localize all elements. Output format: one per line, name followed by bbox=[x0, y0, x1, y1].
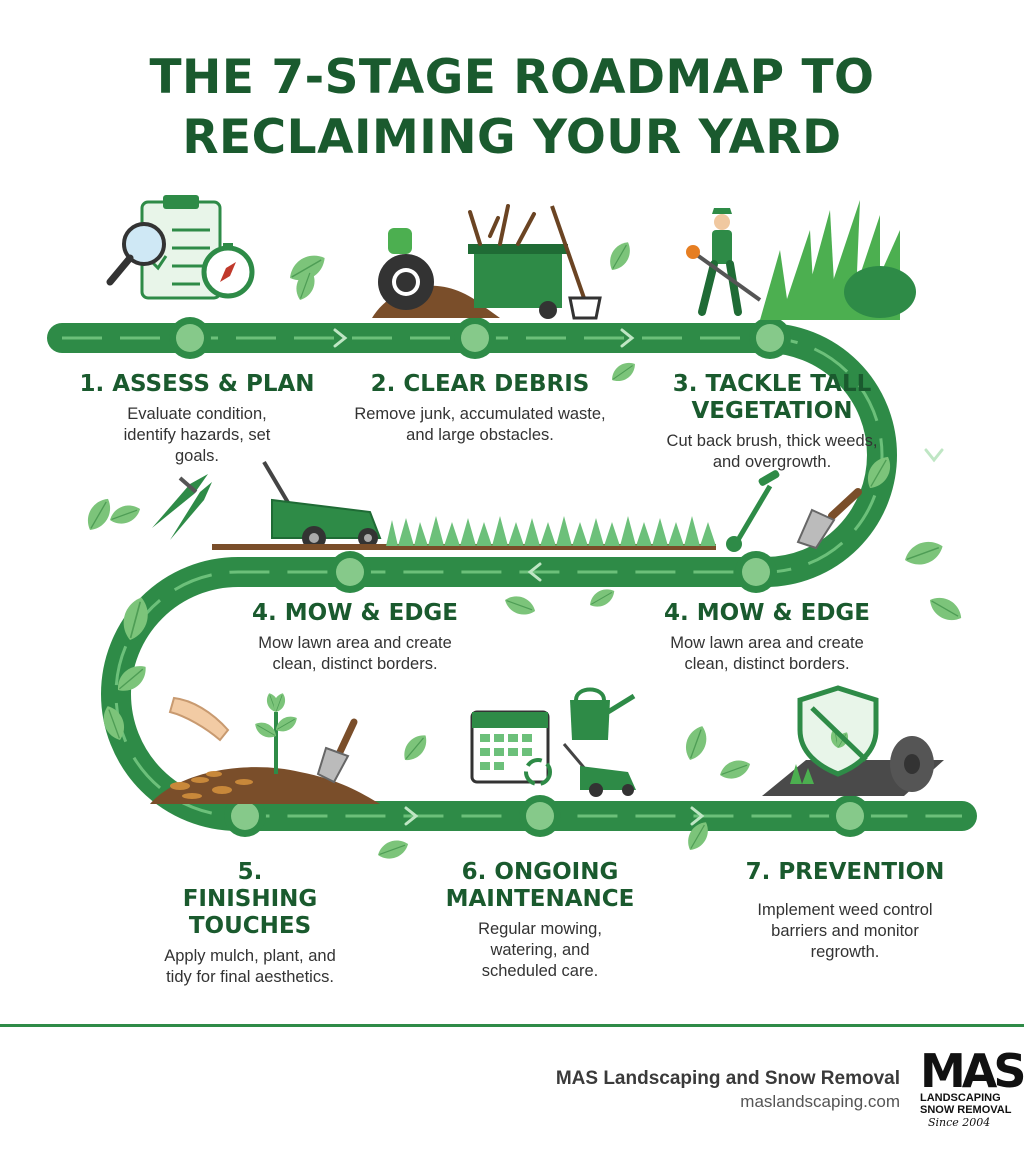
stage-7-description: Implement weed control barriers and moni… bbox=[757, 901, 933, 961]
logo-since: Since 2004 bbox=[928, 1116, 991, 1129]
stage-1: 1. ASSESS & PLAN Evaluate condition, ide… bbox=[52, 371, 342, 467]
stage-5-heading: 5. FINISHING TOUCHES bbox=[182, 859, 318, 939]
stage-3-heading: 3. TACKLE TALL VEGETATION bbox=[672, 371, 872, 424]
edger-trowel-icon bbox=[726, 470, 862, 552]
stage-4-left-heading: 4. MOW & EDGE bbox=[251, 600, 459, 626]
pruning-shears-icon bbox=[152, 474, 212, 540]
stage-4-left: 4. MOW & EDGE Mow lawn area and create c… bbox=[210, 600, 500, 675]
logo-line-2: SNOW REMOVAL bbox=[920, 1104, 1012, 1116]
weed-shield-barrier-icon bbox=[762, 685, 944, 796]
stage-2-heading: 2. CLEAR DEBRIS bbox=[370, 371, 590, 397]
logo-line-1: LANDSCAPING bbox=[920, 1092, 1001, 1104]
stage-marker-2 bbox=[454, 317, 496, 359]
debris-bin-icon bbox=[372, 204, 602, 320]
roadmap-path bbox=[47, 323, 977, 831]
stage-marker-3 bbox=[749, 317, 791, 359]
trimmer-worker-icon bbox=[686, 200, 916, 320]
stage-marker-4b bbox=[329, 551, 371, 593]
page-title: THE 7-STAGE ROADMAP TO RECLAIMING YOUR Y… bbox=[0, 48, 1024, 168]
company-url[interactable]: maslandscaping.com bbox=[740, 1092, 900, 1111]
stage-1-heading: 1. ASSESS & PLAN bbox=[79, 371, 315, 397]
stage-2: 2. CLEAR DEBRIS Remove junk, accumulated… bbox=[340, 371, 620, 446]
stage-marker-7 bbox=[829, 795, 871, 837]
stage-4-left-description: Mow lawn area and create clean, distinct… bbox=[258, 634, 452, 673]
stage-7-heading: 7. PREVENTION bbox=[745, 859, 945, 885]
stage-marker-4a bbox=[735, 551, 777, 593]
stage-3: 3. TACKLE TALL VEGETATION Cut back brush… bbox=[652, 371, 892, 473]
stage-5: 5. FINISHING TOUCHES Apply mulch, plant,… bbox=[150, 859, 350, 988]
page-title-line-1: THE 7-STAGE ROADMAP TO bbox=[149, 50, 875, 105]
stage-4-right-heading: 4. MOW & EDGE bbox=[663, 600, 871, 626]
stage-6-heading: 6. ONGOING MAINTENANCE bbox=[445, 859, 635, 912]
stage-6-description: Regular mowing, watering, and scheduled … bbox=[478, 920, 602, 980]
footer-brand: MAS Landscaping and Snow Removal masland… bbox=[556, 1067, 900, 1113]
stage-4-right: 4. MOW & EDGE Mow lawn area and create c… bbox=[622, 600, 912, 675]
stage-marker-6 bbox=[519, 795, 561, 837]
stage-2-description: Remove junk, accumulated waste, and larg… bbox=[354, 405, 606, 444]
stage-marker-5 bbox=[224, 795, 266, 837]
stage-markers bbox=[169, 317, 871, 837]
stage-5-description: Apply mulch, plant, and tidy for final a… bbox=[164, 947, 336, 986]
stage-3-description: Cut back brush, thick weeds, and overgro… bbox=[666, 432, 878, 471]
stage-1-description: Evaluate condition, identify hazards, se… bbox=[123, 405, 271, 465]
company-logo: MAS LANDSCAPING SNOW REMOVAL Since 2004 bbox=[920, 1044, 1024, 1136]
grass-strip-icon bbox=[212, 516, 716, 550]
mulch-planting-icon bbox=[150, 691, 380, 804]
page-title-line-2: RECLAIMING YOUR YARD bbox=[182, 110, 842, 165]
footer-divider bbox=[0, 1024, 1024, 1027]
logo-mark: MAS bbox=[920, 1044, 1024, 1098]
calendar-watering-can-icon bbox=[470, 687, 636, 797]
stage-6: 6. ONGOING MAINTENANCE Regular mowing, w… bbox=[420, 859, 660, 982]
company-name: MAS Landscaping and Snow Removal bbox=[555, 1068, 900, 1089]
stage-marker-1 bbox=[169, 317, 211, 359]
clipboard-magnifier-compass-icon bbox=[106, 195, 255, 300]
lawn-mower-icon bbox=[262, 460, 382, 550]
stage-7: 7. PREVENTION Implement weed control bar… bbox=[730, 859, 960, 963]
stage-4-right-description: Mow lawn area and create clean, distinct… bbox=[670, 634, 864, 673]
